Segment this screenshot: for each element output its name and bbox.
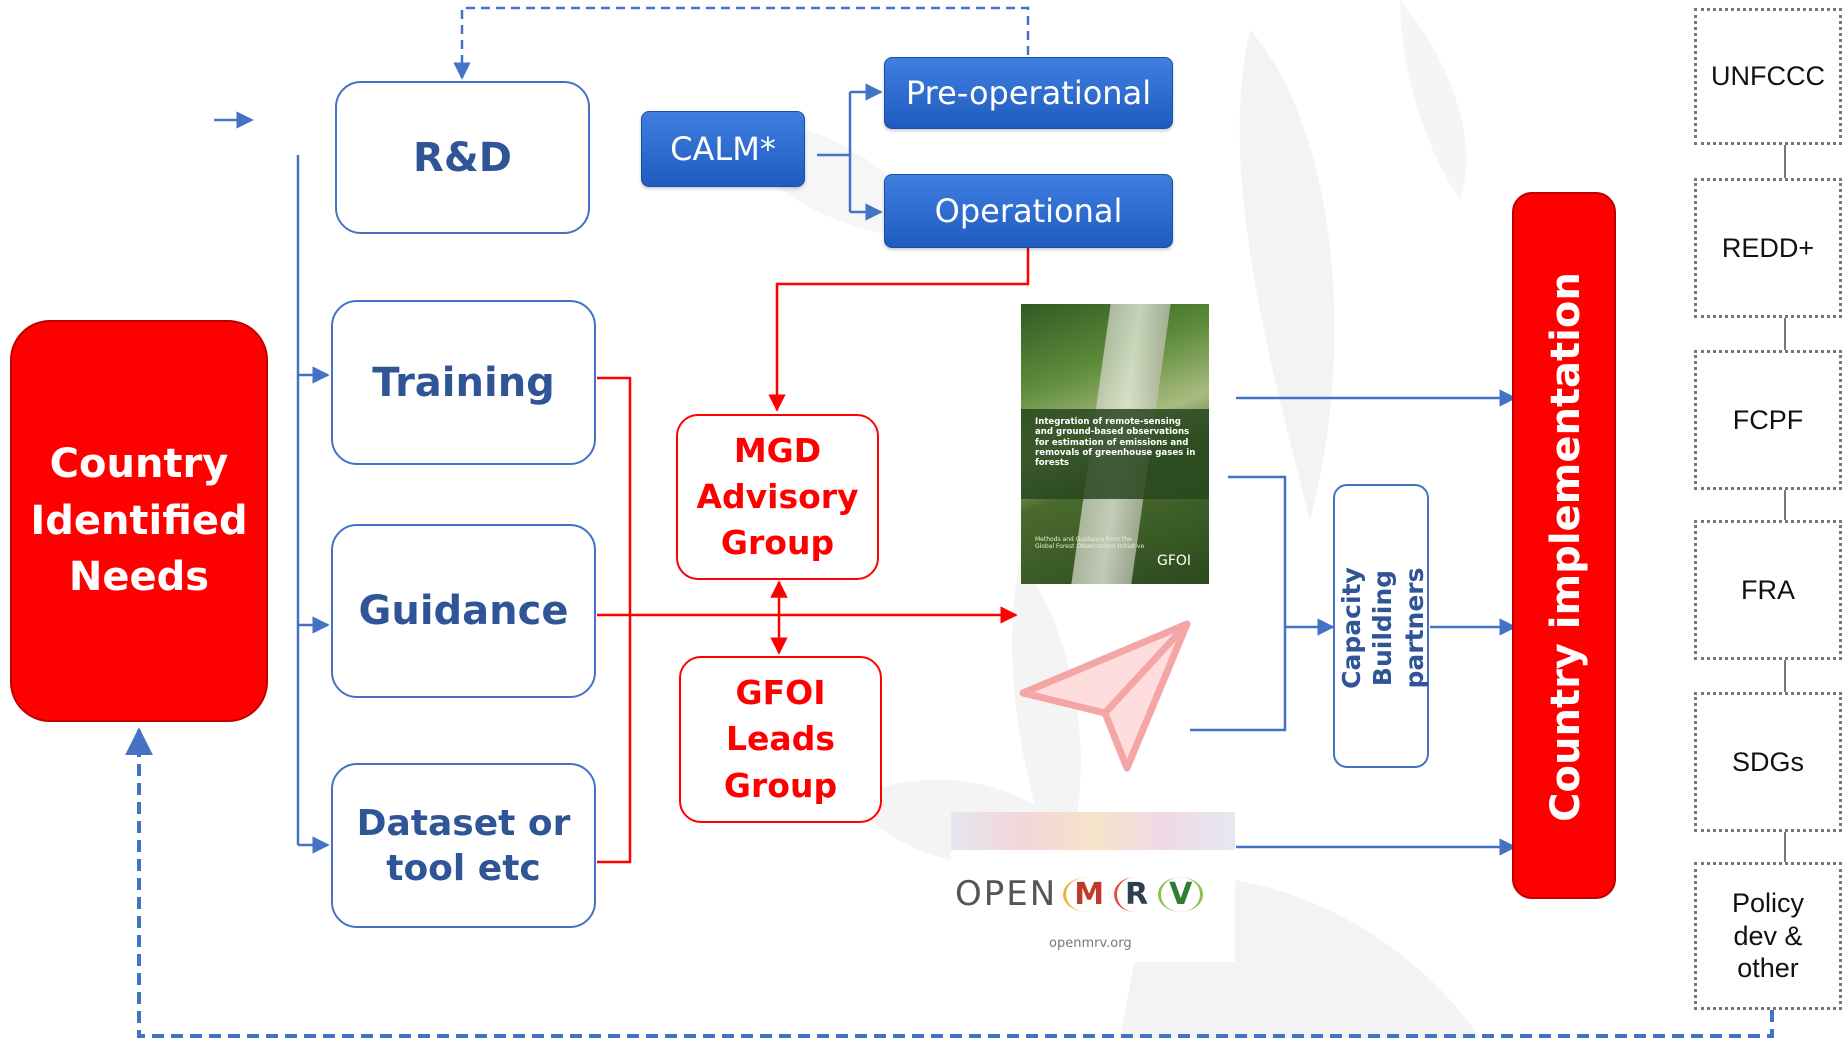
- gfoi-logo-text: GFOI: [1157, 553, 1192, 569]
- calm-box: CALM*: [641, 111, 805, 187]
- country-implementation-label: Country implementation: [1543, 272, 1589, 822]
- openmrv-wordmark: OPEN M R V: [955, 874, 1204, 914]
- mgd-advisory-group-box: MGD Advisory Group: [676, 414, 879, 580]
- framework-redd: REDD+: [1694, 178, 1842, 318]
- openmrv-letter-v: V: [1158, 876, 1204, 912]
- rd-box: R&D: [335, 81, 590, 234]
- framework-unfccc: UNFCCC: [1694, 8, 1842, 145]
- capacity-building-partners-box: Capacity Building partners: [1333, 484, 1429, 768]
- dataset-tool-box: Dataset or tool etc: [331, 763, 596, 928]
- openmrv-letter-r: R: [1114, 876, 1156, 912]
- capacity-building-label: Capacity Building partners: [1337, 567, 1429, 689]
- gfoi-publication-cover: Integration of remote-sensing and ground…: [1021, 304, 1209, 584]
- country-identified-needs-box: Country Identified Needs: [10, 320, 268, 722]
- operational-box: Operational: [884, 174, 1173, 248]
- pre-operational-box: Pre-operational: [884, 57, 1173, 129]
- frameworks-column: UNFCCC REDD+ FCPF FRA SDGs Policy dev & …: [1694, 8, 1842, 1010]
- country-implementation-box: Country implementation: [1512, 192, 1616, 899]
- publication-title-band: [1021, 409, 1209, 499]
- gfoi-leads-group-box: GFOI Leads Group: [679, 656, 882, 823]
- publication-title: Integration of remote-sensing and ground…: [1035, 417, 1196, 469]
- guidance-box: Guidance: [331, 524, 596, 698]
- openmrv-gradient-band: [951, 812, 1235, 850]
- framework-fra: FRA: [1694, 520, 1842, 660]
- openmrv-letter-m: M: [1063, 876, 1112, 912]
- openmrv-logo: OPEN M R V openmrv.org: [951, 812, 1235, 962]
- openmrv-url: openmrv.org: [1049, 936, 1132, 951]
- publication-subtitle: Methods and Guidance from the Global For…: [1035, 536, 1145, 551]
- framework-policy-dev: Policy dev & other: [1694, 862, 1842, 1010]
- framework-fcpf: FCPF: [1694, 350, 1842, 490]
- paper-plane-icon: [1019, 620, 1191, 772]
- training-box: Training: [331, 300, 596, 465]
- openmrv-word: OPEN: [955, 874, 1058, 914]
- framework-sdgs: SDGs: [1694, 692, 1842, 832]
